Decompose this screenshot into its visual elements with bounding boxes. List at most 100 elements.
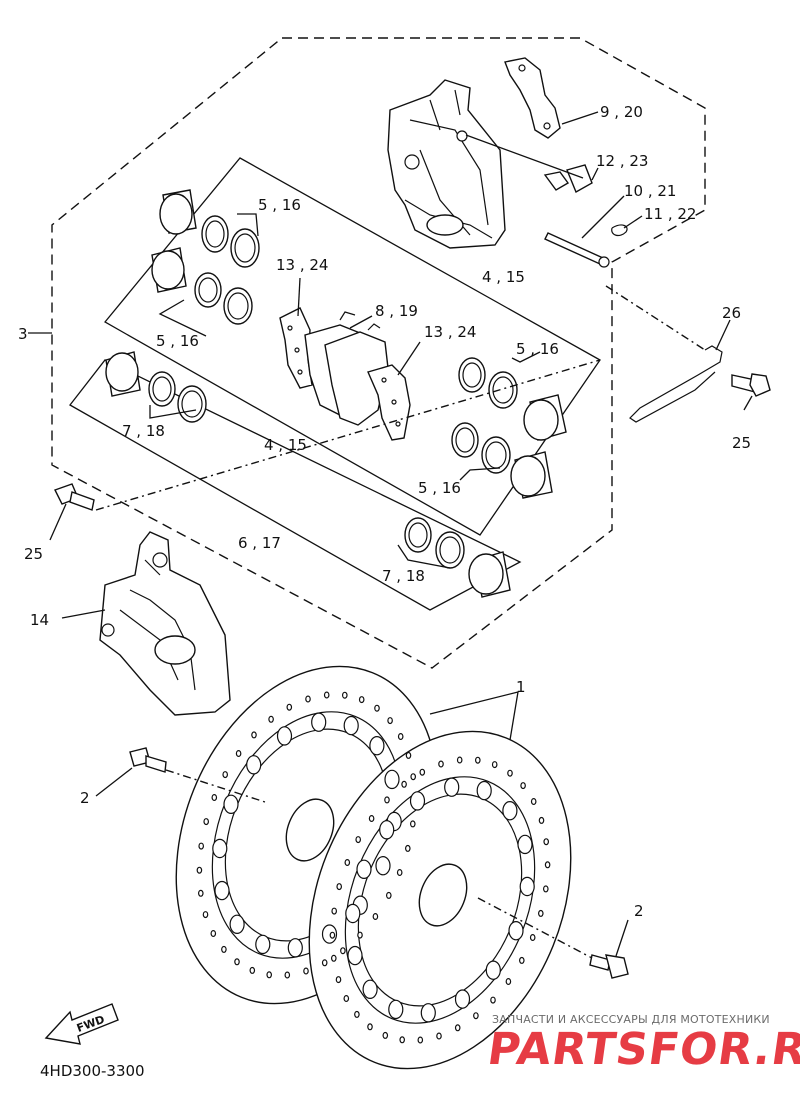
disc-hole: [196, 866, 203, 874]
disc-hole: [330, 954, 337, 962]
disc-hole: [268, 715, 274, 723]
disc-hole: [520, 782, 526, 790]
disc-hole: [444, 777, 460, 797]
pad-spring-wire: [629, 345, 723, 423]
disc-hole: [454, 989, 471, 1009]
disc-hole: [387, 717, 393, 725]
disc-hole: [399, 1036, 406, 1044]
disc-hole: [384, 796, 390, 804]
disc-hole: [502, 801, 518, 821]
disc-hole: [331, 907, 338, 915]
disc-bolt-right: [589, 954, 629, 979]
disc-hole: [476, 780, 492, 801]
callout-10-21: 10 , 21: [624, 182, 676, 200]
disc-hole: [375, 856, 391, 876]
piston-upper-left-1: [159, 189, 197, 235]
caliper-assembly-boundary: [51, 37, 706, 669]
disc-hole: [530, 797, 537, 805]
disc-hole: [305, 695, 311, 703]
disc-hole: [344, 858, 351, 866]
bleed-screw: [543, 164, 593, 193]
callout-2-a: 2: [80, 789, 90, 807]
disc-hole: [347, 945, 363, 966]
disc-hole: [542, 885, 549, 893]
callout-5-16-c: 5 , 16: [516, 340, 559, 358]
disc-hole: [505, 977, 512, 985]
caliper-bolt-left: [54, 483, 95, 511]
pad-shim-right: [367, 364, 411, 441]
disc-hole: [508, 921, 524, 941]
disc-hole: [287, 938, 303, 958]
disc-hole: [491, 761, 498, 769]
disc-hole: [276, 726, 293, 746]
disc-hole: [249, 966, 256, 974]
disc-hole: [335, 976, 342, 984]
disc-hole: [358, 696, 365, 704]
disc-hole: [336, 883, 343, 891]
disc-hole: [321, 959, 328, 967]
disc-hole: [222, 771, 229, 779]
watermark-logo: PARTSFOR.RU: [484, 1024, 800, 1075]
upper-caliper-body: [387, 79, 506, 249]
disc-hole: [229, 914, 245, 935]
disc-hole: [518, 956, 525, 964]
disc-hole: [198, 889, 204, 897]
callout-7-18-a: 7 , 18: [122, 422, 165, 440]
disc-hole: [341, 691, 348, 699]
disc-hole: [454, 1024, 461, 1032]
pad-spring-bracket: [504, 57, 561, 139]
disc-hole: [436, 1032, 442, 1040]
disc-hole: [490, 996, 496, 1004]
disc-hole: [507, 769, 513, 777]
callout-9-20: 9 , 20: [600, 103, 643, 121]
pad-shim-left: [279, 307, 313, 389]
callout-1: 1: [516, 678, 526, 696]
disc-hole: [234, 958, 240, 966]
disc-hole: [384, 769, 400, 790]
disc-hole: [438, 760, 444, 768]
disc-hole: [235, 749, 242, 757]
disc-hole: [198, 842, 205, 850]
piston-right-2: [510, 451, 553, 499]
disc-hole: [362, 979, 378, 1000]
disc-hole: [355, 836, 362, 844]
disc-hole: [255, 934, 271, 955]
disc-hole: [266, 971, 273, 979]
disc-hole: [356, 859, 372, 880]
seal-pair-right-1: [458, 357, 518, 409]
disc-hole: [284, 971, 291, 979]
disc-hole: [343, 715, 359, 736]
disc-hole: [397, 732, 404, 740]
disc-drill-holes: [196, 691, 551, 1044]
disc-hole: [404, 844, 411, 852]
seal-pair-lower-left: [148, 371, 207, 423]
disc-hole: [367, 1023, 373, 1031]
disc-hole: [246, 755, 262, 775]
disc-hole: [409, 791, 426, 811]
disc-hole: [409, 820, 416, 828]
disc-hole: [372, 912, 379, 920]
lower-caliper-body: [99, 531, 231, 716]
watermark-tagline: ЗАПЧАСТИ И АКСЕССУАРЫ ДЛЯ МОТОТЕХНИКИ: [492, 1013, 770, 1026]
disc-hole: [474, 756, 481, 764]
fwd-arrow-icon: FWD: [44, 1003, 119, 1045]
disc-hole: [343, 994, 350, 1002]
disc-hole: [379, 820, 395, 840]
disc-hole: [340, 947, 346, 955]
caliper-bolt-right: [731, 373, 771, 397]
disc-hole: [303, 967, 309, 975]
disc-hole: [311, 712, 327, 732]
disc-hole: [369, 736, 385, 756]
disc-hole: [537, 909, 544, 917]
callout-5-16-b: 5 , 16: [156, 332, 199, 350]
seal-pair-right-2: [451, 422, 511, 474]
disc-hole: [396, 868, 403, 876]
disc-hole: [517, 834, 533, 855]
disc-hole: [203, 818, 210, 826]
seal-kit-outline-lower: [69, 359, 522, 611]
disc-hole: [401, 780, 407, 788]
brake-pad-pair: [304, 311, 389, 426]
callout-6-17: 6 , 17: [238, 534, 281, 552]
callout-labels: 9 , 20 12 , 23 10 , 21 11 , 22 5 , 16 13…: [18, 103, 751, 920]
piston-right-1: [523, 394, 567, 441]
